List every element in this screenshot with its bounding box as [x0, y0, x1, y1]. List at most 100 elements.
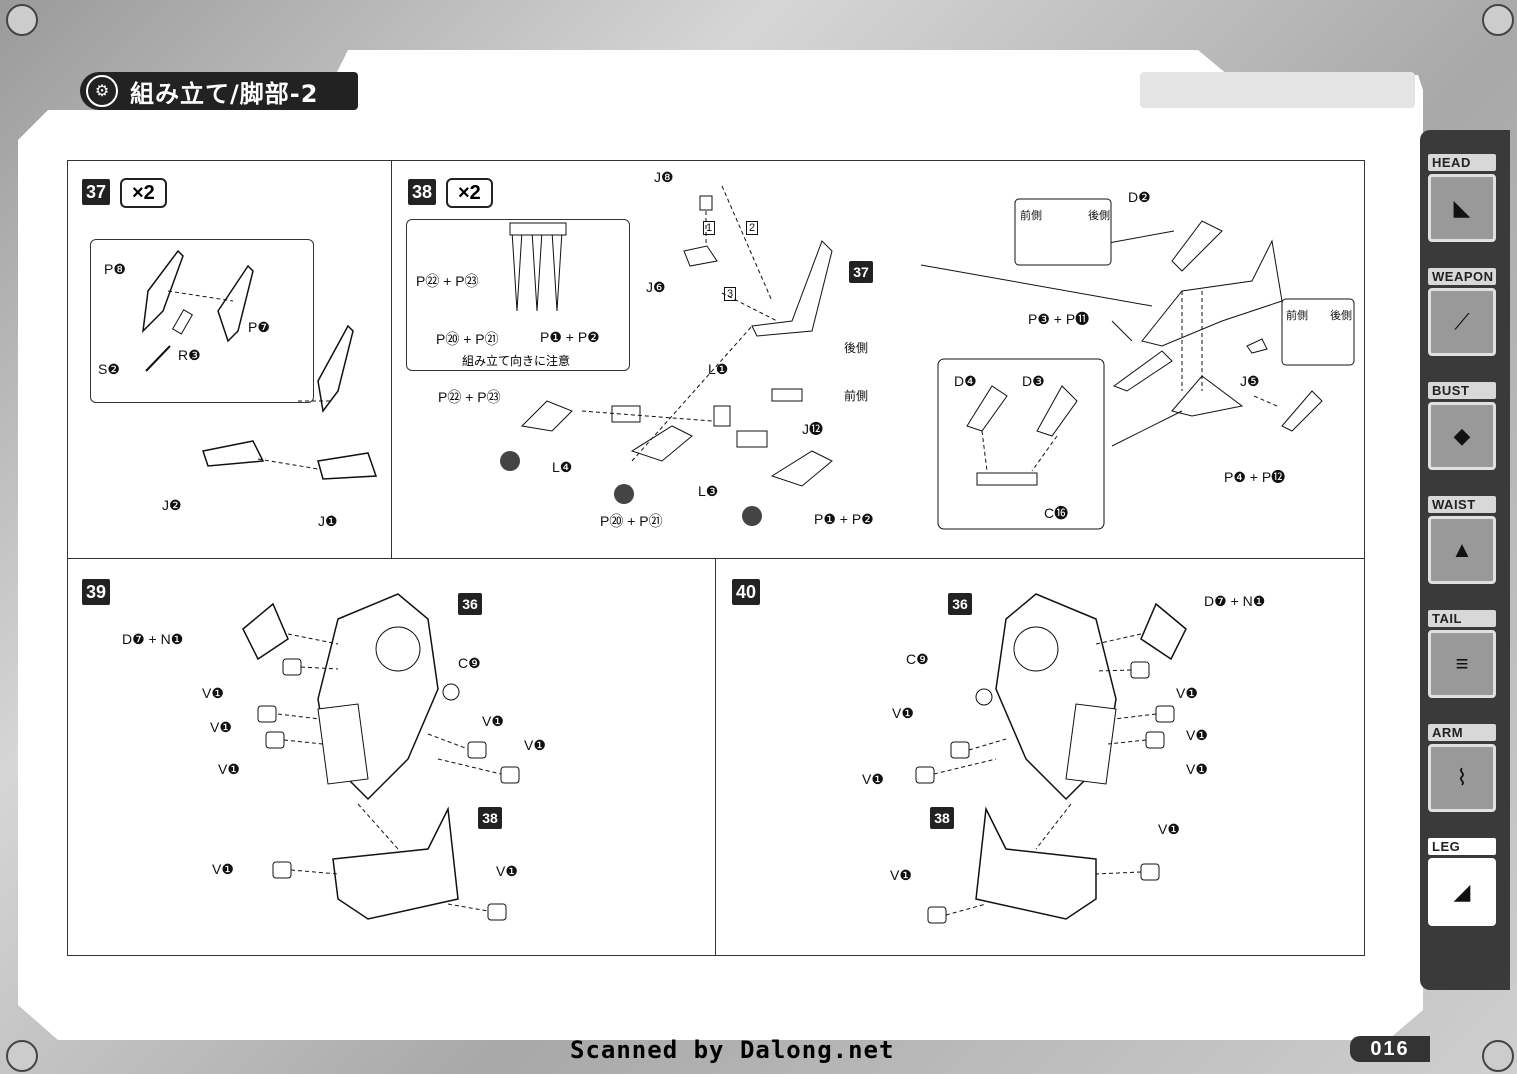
part-label: V❶	[1176, 685, 1198, 701]
sidebar-item-bust[interactable]: BUST ◆	[1428, 382, 1506, 470]
leg-thumbnail-icon: ◢	[1428, 858, 1496, 926]
orientation-front-label: 前側	[1020, 210, 1042, 222]
sidebar-item-tail[interactable]: TAIL ≡	[1428, 610, 1506, 698]
part-label: C❾	[906, 651, 929, 667]
part-label: V❶	[212, 861, 234, 877]
orientation-front-label: 前側	[844, 389, 869, 403]
orientation-note: 組み立て向きに注意	[462, 354, 571, 368]
part-label: P❽	[104, 261, 126, 277]
part-label: C❾	[458, 655, 481, 671]
leg-assembly-diagram	[500, 185, 1355, 530]
part-label: C⓰	[1044, 505, 1069, 521]
part-label: P⑳ + P㉑	[436, 331, 499, 347]
corner-gear-icon	[1482, 4, 1514, 36]
part-label: V❶	[524, 737, 546, 753]
part-label: L❸	[698, 483, 719, 499]
corner-gear-icon	[6, 1040, 38, 1072]
subassembly-box	[90, 239, 314, 403]
step-number: 40	[732, 579, 760, 605]
sidebar-item-head[interactable]: HEAD ◣	[1428, 154, 1506, 242]
tail-thumbnail-icon: ≡	[1428, 630, 1496, 698]
part-label: J❶	[318, 513, 338, 529]
part-label: V❶	[862, 771, 884, 787]
sidebar-item-label: HEAD	[1428, 154, 1496, 171]
waist-leg-attach-mirrored-diagram	[915, 593, 1187, 924]
quantity-badge: ×2	[120, 178, 167, 208]
part-label: J❺	[1240, 373, 1260, 389]
section-sidebar: HEAD ◣ WEAPON ⟋ BUST ◆ WAIST ▲ TAIL ≡ AR…	[1420, 130, 1510, 990]
part-label: S❷	[98, 361, 120, 377]
sidebar-item-label: LEG	[1428, 838, 1496, 855]
step-number: 38	[408, 179, 436, 205]
sidebar-item-label: BUST	[1428, 382, 1496, 399]
step-ref-badge: 38	[930, 807, 954, 829]
part-label: J⓬	[802, 421, 823, 437]
part-label: P❸ + P⓫	[1028, 311, 1090, 327]
part-label: V❶	[210, 719, 232, 735]
orientation-front-label: 前側	[1286, 310, 1308, 322]
part-label: P❶ + P❷	[540, 329, 600, 345]
orientation-back-label: 後側	[1088, 210, 1110, 222]
part-label: P❹ + P⓬	[1224, 469, 1286, 485]
part-label: D❼ + N❶	[1204, 593, 1266, 609]
step-ref-badge: 36	[948, 593, 972, 615]
part-label: V❶	[1186, 761, 1208, 777]
scan-credit: Scanned by Dalong.net	[570, 1036, 895, 1064]
sequence-marker: 3	[724, 287, 737, 301]
part-label: V❶	[1186, 727, 1208, 743]
part-label: P⑳ + P㉑	[600, 513, 663, 529]
step-ref-badge: 36	[458, 593, 482, 615]
part-label: V❶	[496, 863, 518, 879]
part-label: J❷	[162, 497, 182, 513]
corner-gear-icon	[1482, 1040, 1514, 1072]
step-ref-badge: 37	[849, 261, 873, 283]
sidebar-item-waist[interactable]: WAIST ▲	[1428, 496, 1506, 584]
step-number: 37	[82, 179, 110, 205]
step-38-panel: 38 ×2 P㉒ + P㉓ P⑳ + P㉑ P❶ + P❷ 組み立て向きに注意	[391, 160, 1365, 560]
step-number: 39	[82, 579, 110, 605]
part-label: J❻	[646, 279, 666, 295]
leg-part-diagram	[141, 249, 378, 480]
sidebar-item-leg[interactable]: LEG ◢	[1428, 838, 1506, 926]
page-number: 016	[1350, 1036, 1430, 1062]
bust-thumbnail-icon: ◆	[1428, 402, 1496, 470]
waist-leg-attach-diagram	[242, 593, 520, 921]
part-label: V❶	[482, 713, 504, 729]
part-label: P❶ + P❷	[814, 511, 874, 527]
sequence-marker: 2	[746, 221, 759, 235]
part-label: V❶	[890, 867, 912, 883]
part-label: P㉒ + P㉓	[438, 389, 501, 405]
head-thumbnail-icon: ◣	[1428, 174, 1496, 242]
part-label: V❶	[1158, 821, 1180, 837]
sidebar-item-label: TAIL	[1428, 610, 1496, 627]
step-39-panel: 39 D❼ + N❶ 36 C❾ V❶ V❶ V❶ V❶ V❶ V❶ 38 V❶…	[67, 558, 718, 956]
section-title-bar: ⚙ 組み立て/脚部-2	[80, 72, 358, 110]
part-label: V❶	[892, 705, 914, 721]
part-label: V❶	[202, 685, 224, 701]
faded-title-tab	[1140, 72, 1415, 108]
orientation-back-label: 後側	[844, 341, 869, 355]
sidebar-item-arm[interactable]: ARM ⌇	[1428, 724, 1506, 812]
arm-thumbnail-icon: ⌇	[1428, 744, 1496, 812]
step-37-panel: 37 ×2 P❽ P❼ R❸ S❷ J❷ J❶	[67, 160, 394, 560]
part-label: V❶	[218, 761, 240, 777]
step-40-panel: 40 36 D❼ + N❶ C❾ V❶ V❶ V❶ V❶ V❶ V❶ 38 V❶…	[715, 558, 1365, 956]
part-label: D❹	[954, 373, 977, 389]
waist-thumbnail-icon: ▲	[1428, 516, 1496, 584]
quantity-badge: ×2	[446, 178, 493, 208]
part-label: R❸	[178, 347, 201, 363]
gear-icon: ⚙	[86, 75, 118, 107]
page-title: 組み立て/脚部-2	[130, 79, 319, 108]
corner-gear-icon	[6, 4, 38, 36]
sidebar-item-weapon[interactable]: WEAPON ⟋	[1428, 268, 1506, 356]
sidebar-item-label: WEAPON	[1428, 268, 1496, 285]
part-label: P❼	[248, 319, 270, 335]
part-label: D❼ + N❶	[122, 631, 184, 647]
step-ref-badge: 38	[478, 807, 502, 829]
part-label: J❽	[654, 169, 674, 185]
part-label: L❶	[708, 361, 729, 377]
part-label: D❷	[1128, 189, 1151, 205]
part-label: L❹	[552, 459, 573, 475]
sidebar-item-label: ARM	[1428, 724, 1496, 741]
sidebar-item-label: WAIST	[1428, 496, 1496, 513]
